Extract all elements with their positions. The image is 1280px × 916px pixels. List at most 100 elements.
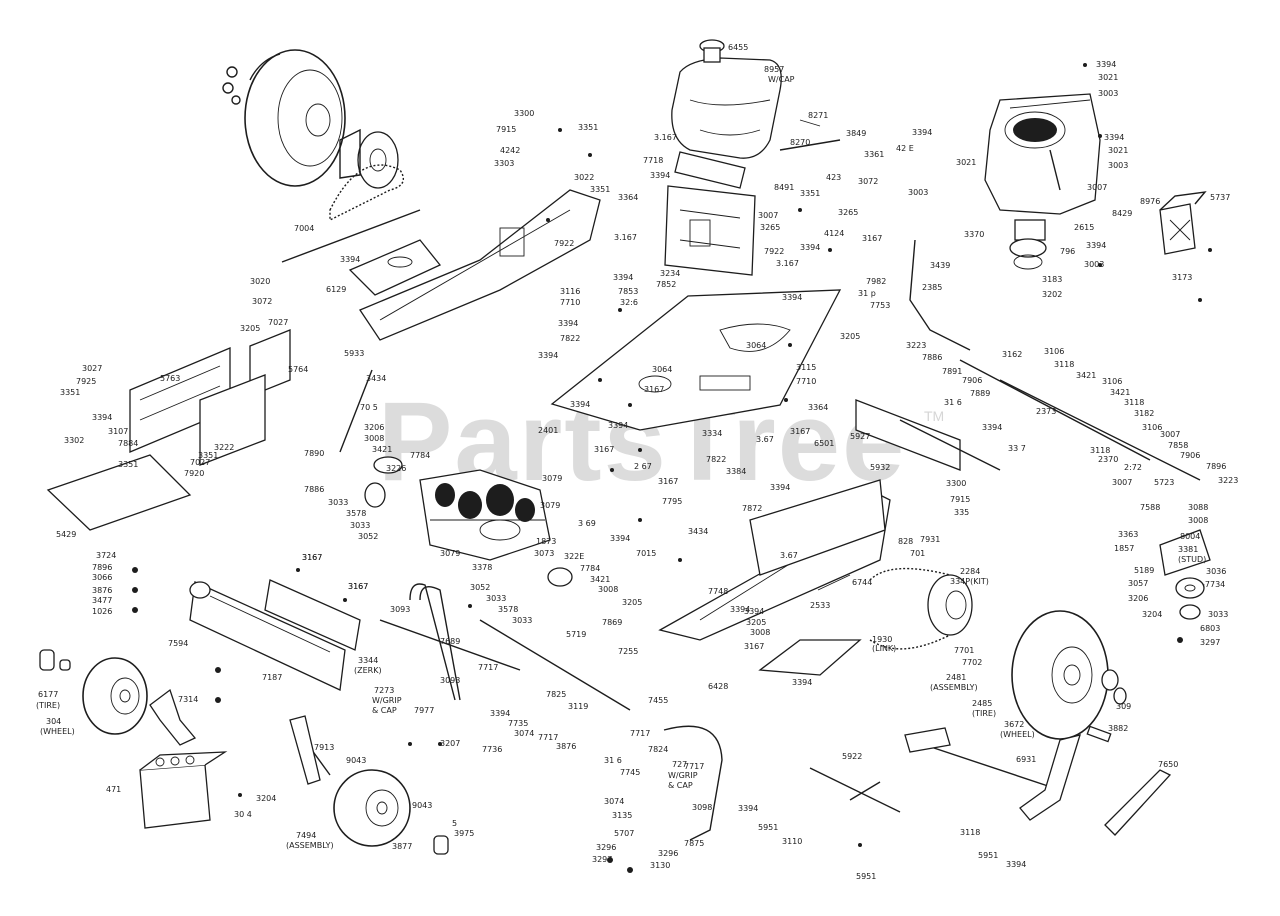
part-label-wgrip2: W/GRIP [668,771,698,780]
part-label-3434: 3434 [366,374,386,383]
part-label-3118b: 3118 [1124,398,1144,407]
part-label-3003c: 3003 [908,188,928,197]
part-label-3882: 3882 [1108,724,1128,733]
part-label-3394w: 3394 [1006,860,1026,869]
part-label-7858: 7858 [1168,441,1188,450]
part-label-3008c: 3008 [1188,516,1208,525]
part-label-5922: 5922 [842,752,862,761]
part-label-3578: 3578 [346,509,366,518]
drag-link-7913 [289,715,321,785]
part-label-7896: 7896 [1206,462,1226,471]
watermark-trademark: TM [924,408,945,424]
part-label-3394: 3394 [650,171,670,180]
part-label-3167e: 3167 [644,385,664,394]
part-label-3183: 3183 [1042,275,1062,284]
part-label-7872: 7872 [742,504,762,513]
part-label-3421b: 3421 [590,575,610,584]
part-label-3351c: 3351 [590,185,610,194]
part-label-wgrip: W/GRIP [372,696,402,705]
part-label-7588: 7588 [1140,503,1160,512]
part-label-2370: 2370 [1098,455,1118,464]
part-label-3297b: 3297 [592,855,612,864]
part-label-5429: 5429 [56,530,76,539]
part-label-3118: 3118 [1054,360,1074,369]
part-label-7784b: 7784 [580,564,600,573]
part-label-7977: 7977 [414,706,434,715]
part-label-5: 5 [452,819,457,828]
part-label-3020: 3020 [250,277,270,286]
part-label-7718: 7718 [643,156,663,165]
part-label-3394l: 3394 [570,400,590,409]
part-label-3079c: 3079 [440,549,460,558]
part-label-3297: 3297 [1200,638,1220,647]
part-label-7736: 7736 [482,745,502,754]
part-label-7027b: 7027 [190,458,210,467]
part-label-3008d: 3008 [750,628,770,637]
front-frame-7187 [189,579,361,691]
part-label-7745: 7745 [620,768,640,777]
part-label-7824: 7824 [648,745,668,754]
part-label-316: 31 6 [944,398,962,407]
floor-plate-5429 [46,454,192,531]
part-label-3167c: 3167 [862,234,882,243]
part-label-wheel: (WHEEL) [40,727,75,736]
part-label-7255: 7255 [618,647,638,656]
seat-mount-plate [664,151,756,276]
part-label-3167f: 3.67 [756,435,774,444]
part-label-6931: 6931 [1016,755,1036,764]
part-label-2385: 2385 [922,283,942,292]
part-label-3052b: 3052 [470,583,490,592]
rear-tire-right [1011,610,1127,740]
adapter-3882 [1086,725,1112,743]
part-label-6129: 6129 [326,285,346,294]
part-label-3351f: 3351 [118,460,138,469]
part-label-7314: 7314 [178,695,198,704]
part-label-3003b: 3003 [1108,161,1128,170]
part-label-7875: 7875 [684,839,704,848]
part-label-6177: 6177 [38,690,58,699]
part-label-3394c: 3394 [1096,60,1116,69]
part-label-3021b: 3021 [1108,146,1128,155]
part-label-7982: 7982 [866,277,886,286]
part-label-7922b: 7922 [764,247,784,256]
part-label-3066: 3066 [92,573,112,582]
part-label-7853: 7853 [618,287,638,296]
part-label-3074b: 3074 [604,797,624,806]
part-label-3107: 3107 [108,427,128,436]
part-label-3033e: 3033 [1208,610,1228,619]
part-label-7822: 7822 [560,334,580,343]
part-label-5951c: 5951 [978,851,998,860]
part-label-cap2: & CAP [668,781,693,790]
part-label-7717c: 7717 [630,729,650,738]
part-label-3302: 3302 [64,436,84,445]
part-label-3033: 3033 [328,498,348,507]
part-label-3167j: 3167 [302,553,322,562]
part-label-1930: 1930 [872,635,892,644]
part-label-6501: 6501 [814,439,834,448]
part-label-3672: 3672 [1004,720,1024,729]
part-label-cap: & CAP [372,706,397,715]
part-labels: 6455 8957 W/CAP 8271 8270 3849 423 3.167… [36,43,1238,881]
part-label-3118c: 3118 [1090,446,1110,455]
front-tire-left [39,649,148,735]
part-label-3434b: 3434 [688,527,708,536]
part-label-471: 471 [106,785,121,794]
part-label-3351b: 3351 [578,123,598,132]
part-label-3206b: 3206 [1128,594,1148,603]
part-label-7931: 7931 [920,535,940,544]
pulley-7734 [1159,529,1211,620]
part-label-3394f: 3394 [1086,241,1106,250]
hardware-bolts [132,63,1212,873]
part-label-3394r: 3394 [490,709,510,718]
part-label-3334: 3334 [702,429,722,438]
part-label-3317: 33 7 [1008,444,1026,453]
part-label-3300: 3300 [514,109,534,118]
part-label-3206: 3206 [364,423,384,432]
part-label-3205: 3205 [840,332,860,341]
part-label-3167n: 3.67 [780,551,798,560]
part-label-3057: 3057 [1128,579,1148,588]
part-label-7852: 7852 [656,280,676,289]
part-label-7906: 7906 [962,376,982,385]
wheel-nuts-top-left [222,66,241,105]
part-label-3064b: 3064 [652,365,672,374]
